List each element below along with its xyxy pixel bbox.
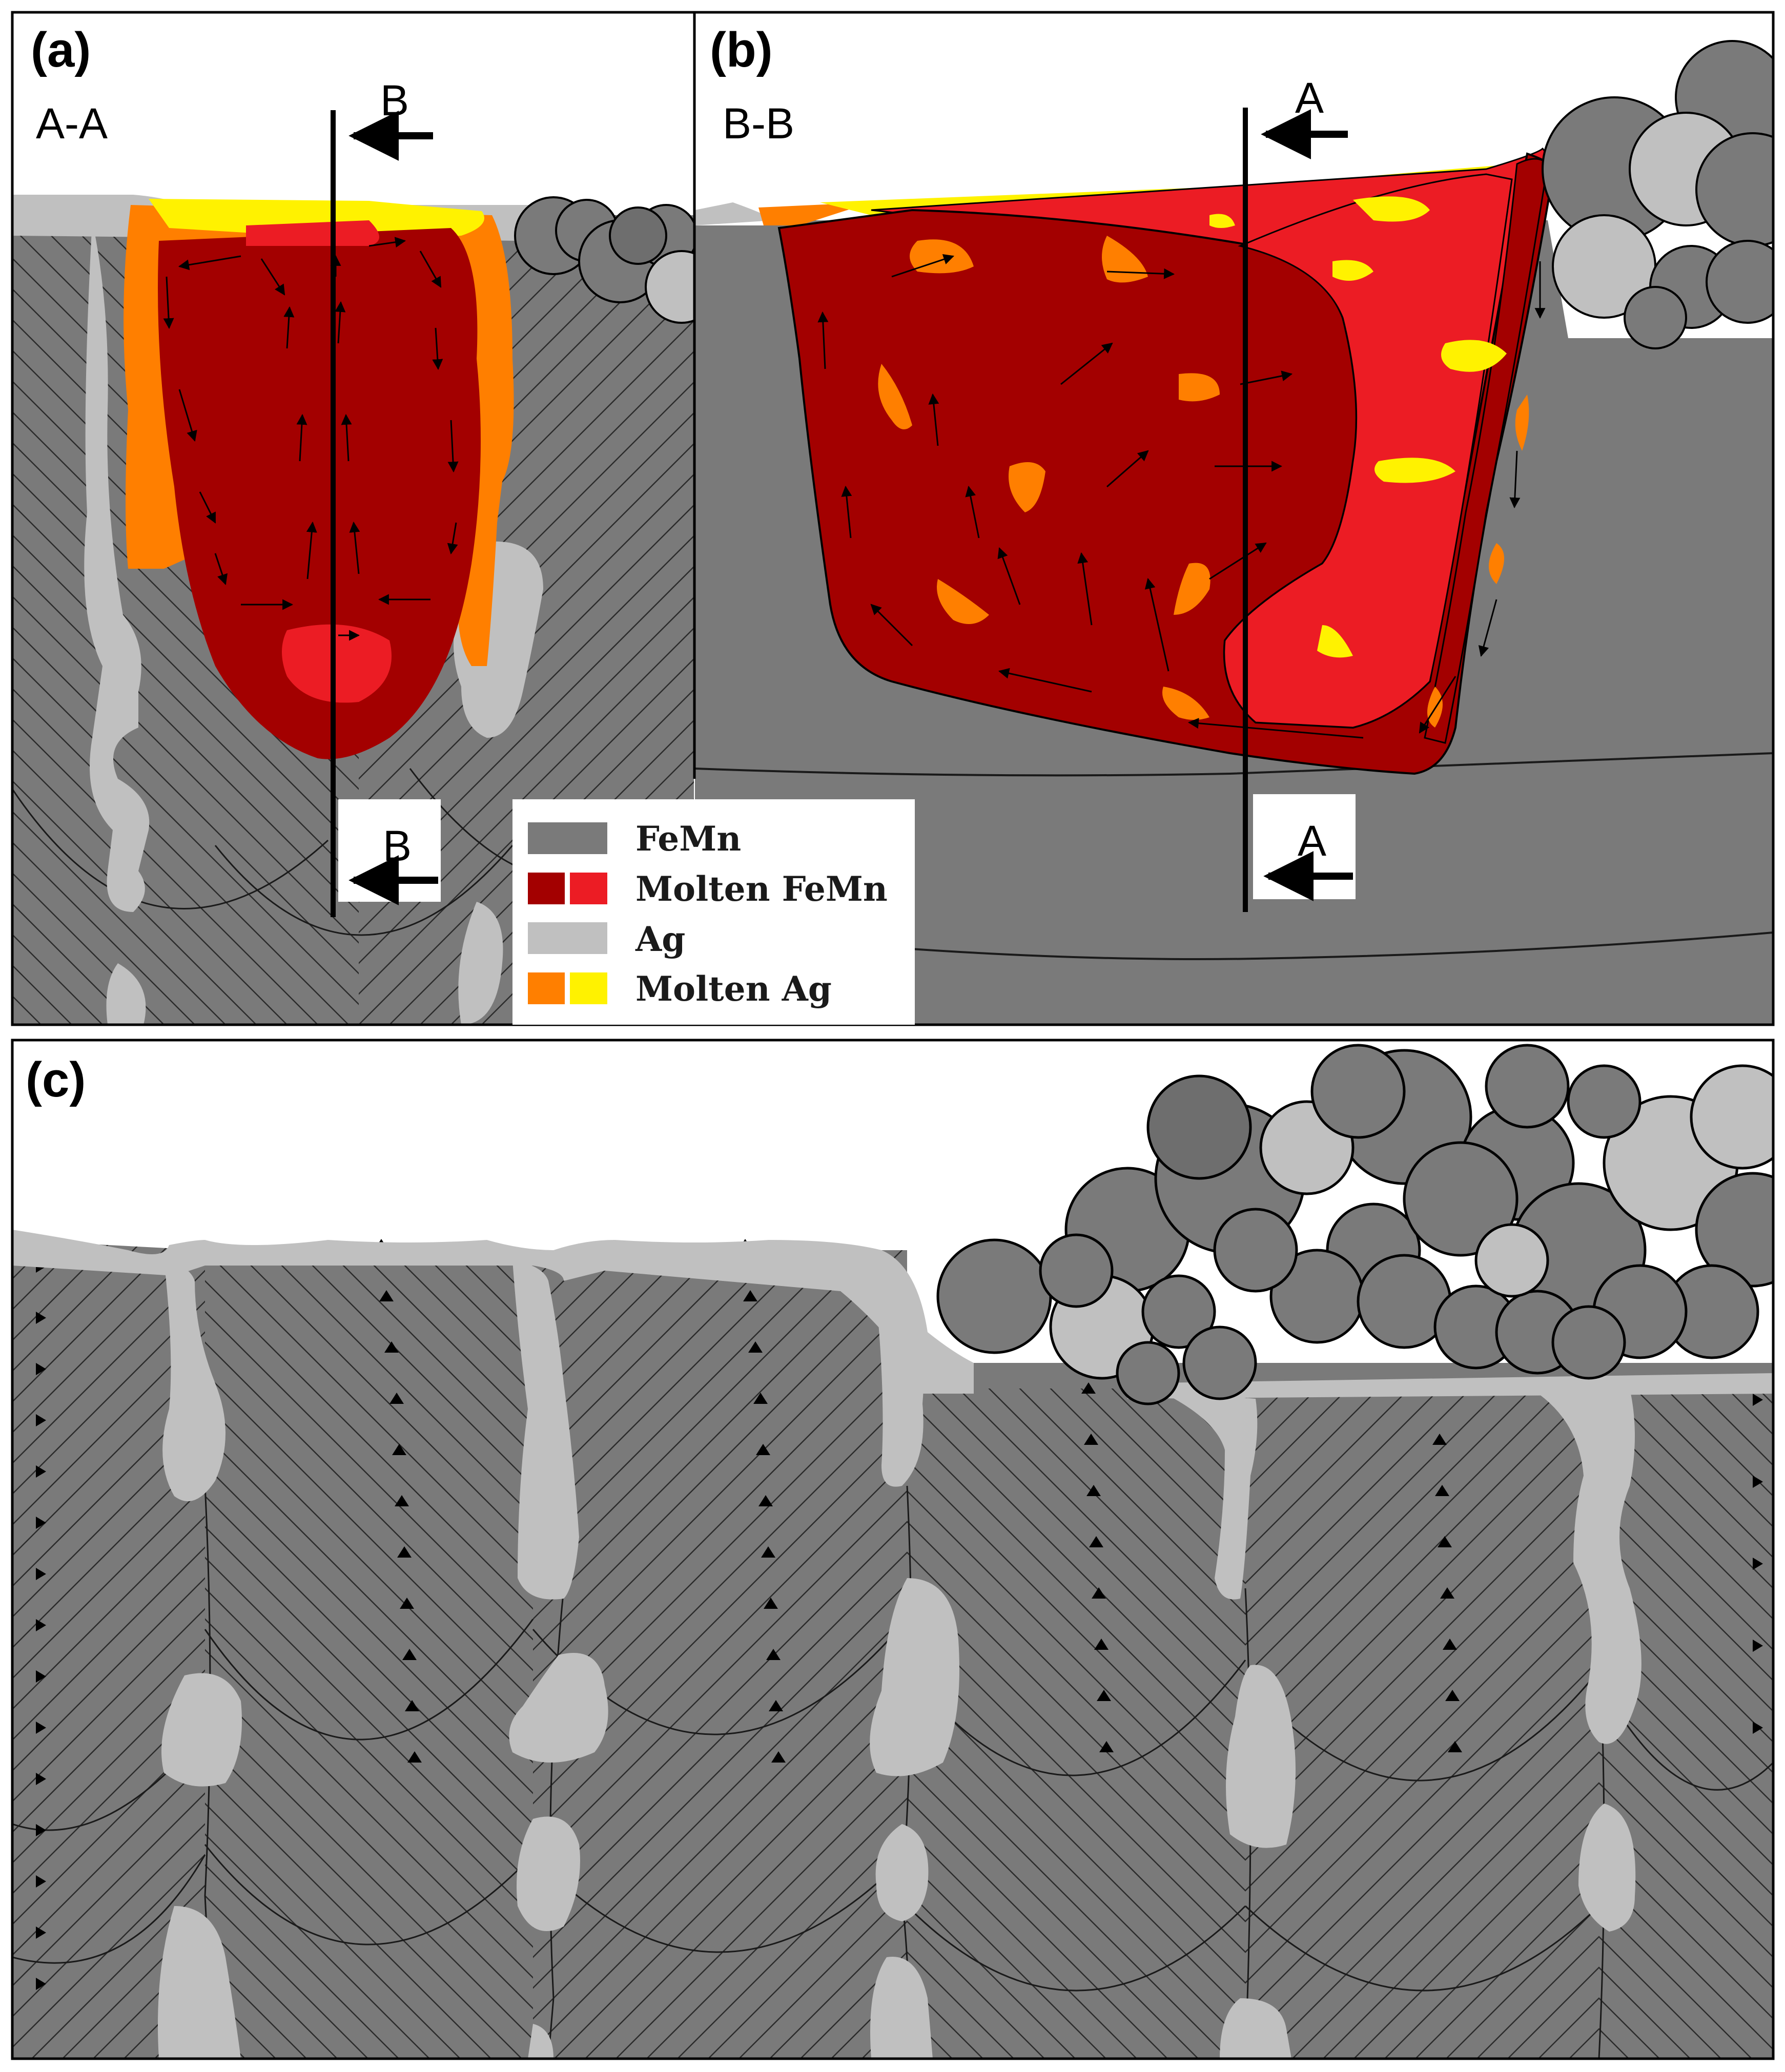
cut-label-top-b: A [1295, 74, 1324, 122]
panel-b: A A (b) B-B [695, 12, 1773, 1025]
legend-label: Molten FeMn [635, 869, 888, 909]
legend-swatch [528, 822, 607, 854]
cut-label-bottom-a: B [383, 822, 412, 870]
legend-swatch [528, 972, 565, 1004]
femn-substrate-c [12, 1240, 1773, 2059]
legend-item-molten-ag: Molten Ag [528, 969, 832, 1009]
panel-label-b: (b) [710, 23, 773, 77]
arrow-chain-6 [1753, 1394, 1763, 1734]
legend-swatch [528, 922, 607, 954]
legend-item-ag: Ag [528, 919, 685, 959]
arrow-chain-1 [36, 1260, 46, 1990]
molten-femn-pool-a [158, 228, 481, 759]
cut-label-top-a: B [380, 76, 409, 125]
legend-label: FeMn [635, 819, 741, 859]
section-label-b: B-B [723, 99, 794, 148]
legend: FeMn Molten FeMn Ag Molten Ag [512, 799, 915, 1025]
panel-c: (c) [12, 1040, 1773, 2059]
legend-label: Molten Ag [635, 969, 832, 1009]
legend-item-molten-femn: Molten FeMn [528, 869, 888, 909]
panel-label-a: (a) [31, 23, 91, 77]
ag-top-layer-c [12, 1230, 974, 1394]
powder-bed-c [936, 1044, 1773, 1405]
legend-swatch [570, 972, 607, 1004]
legend-label: Ag [635, 919, 685, 959]
legend-swatch [528, 873, 565, 904]
section-label-a: A-A [36, 99, 108, 148]
cut-label-bottom-b: A [1298, 817, 1326, 865]
legend-swatch [570, 873, 607, 904]
arrow-chain-4 [1081, 1382, 1114, 1752]
panel-label-c: (c) [26, 1052, 86, 1107]
legend-item-femn: FeMn [528, 819, 741, 859]
